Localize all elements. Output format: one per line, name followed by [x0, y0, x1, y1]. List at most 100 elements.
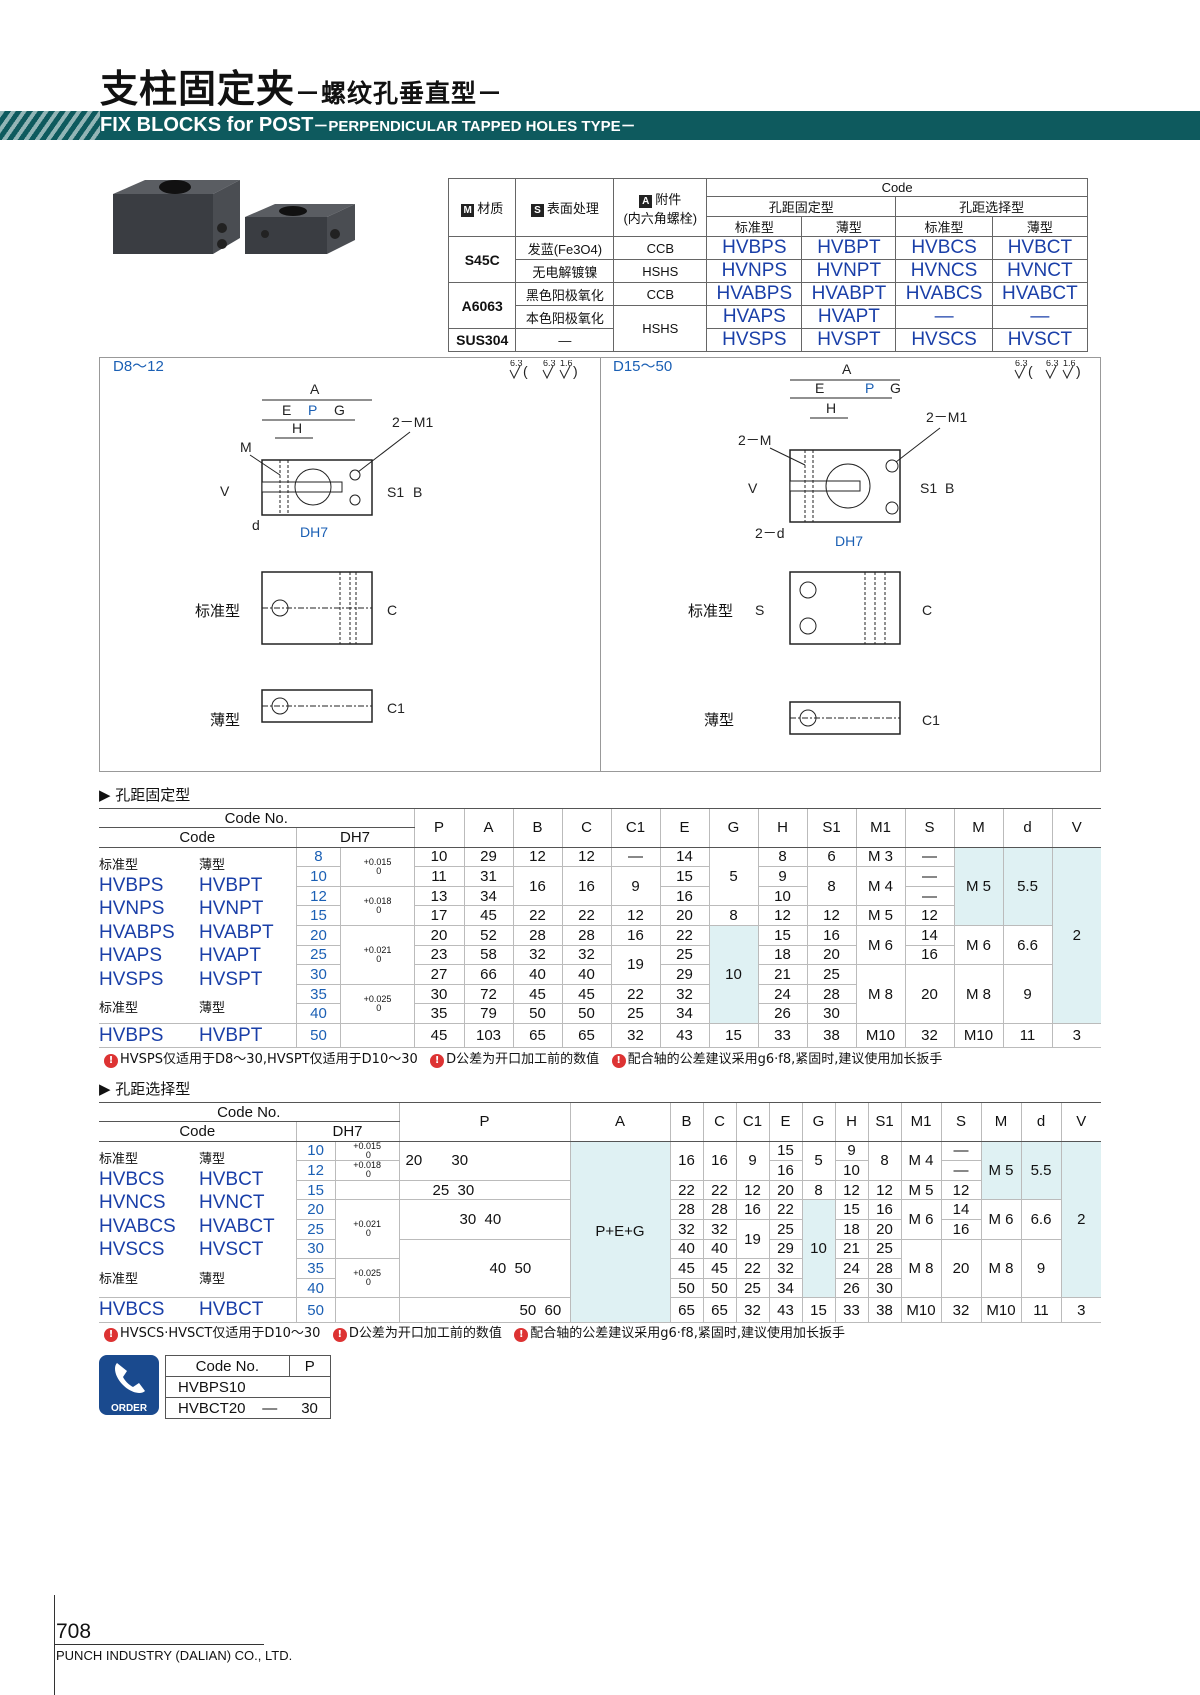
drawing-right: 6.3 ( 6.3 1.6 ) A E P G H 2－M1 2－M V S1 … [738, 360, 1081, 735]
tol-lower: 0 [365, 1169, 371, 1180]
cell: 19 [735, 1219, 769, 1260]
cell: 43 [768, 1297, 802, 1323]
code-thin: HVNPT [199, 898, 264, 920]
col-C: C [561, 808, 611, 848]
cell: 28 [512, 925, 562, 946]
cell: 16 [735, 1199, 769, 1220]
code-std: HVBPS [99, 1024, 164, 1046]
material-sus304: SUS304 [447, 328, 517, 352]
cell: 11 [1002, 1023, 1052, 1049]
title-sub: －螺纹孔垂直型－ [295, 79, 504, 108]
col-B: B [669, 1102, 703, 1142]
tol-cell: +0.015 0 [340, 847, 414, 887]
cell: 3 [1051, 1023, 1101, 1049]
cell: 26 [757, 1003, 807, 1024]
surface-cell: — [515, 328, 615, 352]
cell: 9 [1020, 1239, 1061, 1299]
cell: 27 [413, 964, 464, 985]
dim-C1: C1 [387, 700, 405, 716]
h-accessory-text: 附件 [655, 191, 682, 207]
warn-icon: ! [332, 1328, 347, 1342]
page-title: 支柱固定夹－螺纹孔垂直型－ [100, 58, 503, 113]
dim-M1: 2－M1 [926, 409, 967, 425]
dim-P: P [308, 402, 317, 418]
accessory-key: A [639, 194, 653, 208]
cell: 8 [806, 866, 856, 907]
cell: 16 [610, 925, 660, 946]
cell: 6.6 [1002, 925, 1052, 966]
cell: 5.5 [1002, 847, 1052, 926]
cell: 32 [561, 945, 611, 966]
cell: 25 [806, 964, 856, 985]
accessory-cell: HSHS [613, 305, 708, 352]
cell: 32 [610, 1023, 660, 1049]
cell: 9 [610, 866, 660, 907]
tol-lower: 0 [376, 865, 382, 876]
cell: M 5 [900, 1180, 941, 1201]
code-cell: HVNPT [801, 259, 897, 283]
bore-circle-right [825, 463, 871, 509]
dim-G: G [890, 380, 901, 396]
dh7-value: 40 [295, 1003, 341, 1024]
cell: 18 [757, 945, 807, 966]
cell: 32 [768, 1258, 802, 1279]
p-range: 20 30 [398, 1141, 570, 1181]
cell: 22 [768, 1199, 802, 1220]
cell: 30 [867, 1278, 901, 1299]
cell: 20 [659, 905, 709, 926]
cell: 45 [413, 1023, 464, 1049]
cell: M 4 [855, 866, 905, 907]
code-cell: — [895, 305, 993, 329]
cell: — [904, 866, 954, 887]
drawing-divider [600, 357, 601, 772]
note-2: D公差为开口加工前的数值 [348, 1326, 502, 1341]
cell: M10 [953, 1023, 1003, 1049]
cell: 10 [834, 1160, 868, 1181]
tol-upper: +0.025 [353, 1268, 381, 1279]
material-a6063: A6063 [447, 282, 517, 329]
warn-icon: ! [104, 1328, 118, 1342]
tol-upper: +0.015 [353, 1140, 381, 1151]
range-right: D15～50 [613, 358, 673, 375]
col-M: M [953, 808, 1003, 848]
dh7-value: 50 [295, 1023, 341, 1049]
warn-icon: ! [104, 1054, 118, 1068]
cell: 31 [463, 866, 513, 887]
cell: 40 [512, 964, 562, 985]
cell: 19 [610, 945, 660, 985]
cell: 40 [669, 1239, 703, 1260]
cell: 20 [806, 945, 856, 966]
dh7-value: 20 [295, 1199, 336, 1220]
cell: 43 [659, 1023, 709, 1049]
code-thin: HVBPT [199, 1024, 263, 1046]
cell: 12 [867, 1180, 901, 1201]
cell: 16 [904, 945, 954, 966]
label-thin: 薄型 [199, 1270, 226, 1286]
code-cell: HVABPS [706, 282, 803, 306]
cell: 16 [940, 1219, 981, 1240]
order-code-2-text: HVBCT20 [178, 1399, 246, 1417]
cell: M 6 [980, 1199, 1021, 1240]
dim-DH7: DH7 [300, 524, 328, 540]
material-s45c: S45C [447, 236, 517, 283]
col-S1: S1 [867, 1102, 901, 1142]
cell: 65 [702, 1297, 736, 1323]
dh7-value: 12 [295, 1160, 336, 1181]
code-cell: HVSPS [706, 328, 803, 352]
roughness-symbol-right: 6.3 ( 6.3 1.6 ) [1014, 360, 1081, 380]
code-cell: HVAPS [706, 305, 803, 329]
tol-upper: +0.015 [363, 856, 392, 867]
order-label: ORDER [110, 1403, 148, 1414]
cell: 6 [806, 847, 856, 868]
cell: 103 [463, 1023, 513, 1049]
h-code: Code [99, 827, 296, 848]
cell: 18 [834, 1219, 868, 1240]
code-thin: HVSPT [199, 968, 263, 990]
cell: 8 [757, 847, 807, 868]
cell: 15 [768, 1141, 802, 1162]
dim-G: G [334, 402, 345, 418]
code-cell: HVAPT [801, 305, 897, 329]
cell: M 6 [953, 925, 1003, 966]
